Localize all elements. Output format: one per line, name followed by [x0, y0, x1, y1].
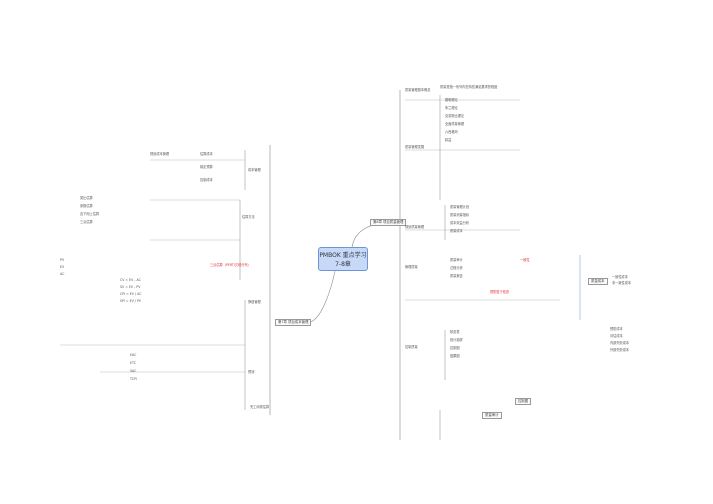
left-item: 规划成本管理 [150, 152, 170, 156]
right-group-label: 质量管理基本概念 [405, 88, 431, 92]
left-item: SPI = EV / PV [120, 299, 141, 303]
right-item: 质量报告 [450, 274, 463, 278]
left-red-annotation: 三点估算（PERT/贝塔分布） [210, 263, 251, 267]
left-bottom-note: 完工尚需估算 [250, 405, 270, 409]
right-item: 质量成本 [450, 229, 463, 233]
right-group-label: 管理质量 [405, 265, 418, 269]
right-item: 质量管理计划 [450, 205, 470, 209]
left-item: SV = EV - PV [120, 285, 141, 289]
left-item: 自下而上估算 [80, 212, 100, 216]
right-bottom-box[interactable]: 控制图 [515, 398, 532, 405]
right-item: 成本效益分析 [450, 221, 470, 225]
left-item: EAC [130, 353, 137, 357]
right-list-item: 内部失败成本 [610, 341, 630, 345]
right-bottom-box[interactable]: 质量审计 [482, 412, 502, 419]
left-item: 三点估算 [80, 220, 93, 224]
left-item: VAC [130, 369, 137, 373]
right-item: 戴明理论 [445, 98, 458, 102]
left-group-label: 预测 [248, 370, 255, 374]
left-item: 参数估算 [80, 204, 93, 208]
left-item: CV = EV - AC [120, 278, 141, 282]
right-box-desc: 非一致性成本 [612, 281, 632, 285]
left-item: 估算成本 [200, 152, 213, 156]
right-item: 统计抽样 [450, 338, 463, 342]
left-group-label: 挣值管理 [248, 300, 261, 304]
right-group-label: 质量管理发展 [405, 145, 425, 149]
right-item: 克劳斯比理论 [445, 114, 465, 118]
left-item: 类比估算 [80, 196, 93, 200]
right-box[interactable]: 质量成本 [588, 278, 608, 285]
right-group-label: 控制质量 [405, 345, 418, 349]
right-list-item: 预防成本 [610, 327, 623, 331]
right-list-item: 外部失败成本 [610, 348, 630, 352]
left-item: TCPI [130, 377, 137, 381]
right-list-item: 评估成本 [610, 334, 623, 338]
right-branch-label[interactable]: 第8章 项目质量管理 [370, 219, 407, 226]
root-node[interactable]: PMBOK 重点学习 7-8章 [318, 247, 368, 271]
right-box-desc: 一致性成本 [612, 275, 628, 279]
left-group-label: 成本管理 [248, 168, 261, 172]
right-item: 全面质量管理 [445, 122, 465, 126]
right-item: 核查表 [450, 330, 460, 334]
right-item: 过程分析 [450, 266, 463, 270]
left-item: CPI = EV / AC [120, 292, 142, 296]
right-red-annotation: 一致性 [520, 258, 530, 262]
right-item: 因果图 [450, 354, 460, 358]
right-red-annotation: 预防胜于检查 [490, 290, 510, 294]
root-title-line1: PMBOK 重点学习 [319, 252, 367, 259]
right-group-label: 规划质量管理 [405, 225, 425, 229]
left-branch-label[interactable]: 第7章 项目成本管理 [275, 319, 312, 326]
right-item: 控制图 [450, 346, 460, 350]
right-item: 质量测量指标 [450, 213, 470, 217]
root-title-line2: 7-8章 [335, 261, 351, 268]
left-item: 控制成本 [200, 178, 213, 182]
left-item: EV [60, 265, 65, 269]
left-item: 制定预算 [200, 165, 213, 169]
right-item: 朱兰理论 [445, 106, 458, 110]
left-item: PV [60, 258, 65, 262]
right-group-desc: 质量是指一系列内在特性满足要求的程度 [440, 85, 498, 89]
right-item: 精益 [445, 138, 452, 142]
right-item: 质量审计 [450, 258, 463, 262]
left-item: ETC [130, 361, 136, 365]
left-item: AC [60, 272, 65, 276]
right-item: 六西格玛 [445, 130, 458, 134]
left-group-label: 估算方法 [242, 215, 255, 219]
